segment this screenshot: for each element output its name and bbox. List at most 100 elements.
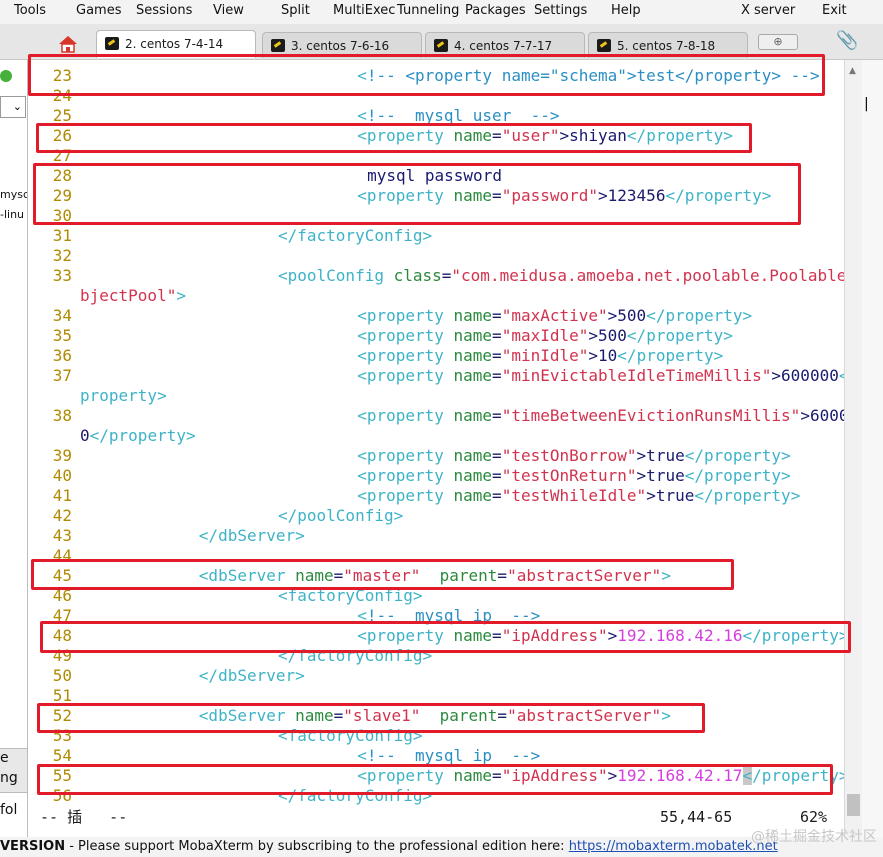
menu-sessions[interactable]: Sessions <box>136 3 193 18</box>
menu-settings[interactable]: Settings <box>534 3 588 18</box>
line-number: 23 <box>52 66 72 85</box>
code-token: 192.168.42.16 <box>617 626 743 645</box>
line-number: 43 <box>52 526 72 545</box>
sidebar-fragment[interactable]: fol <box>0 802 18 818</box>
line-number: 39 <box>52 446 72 465</box>
code-token: "com.meidusa.amoeba.net.poolable.Poolabl… <box>451 266 844 285</box>
code-line: 54<!-- mysql ip --> <box>28 746 540 766</box>
code-token: <factoryConfig> <box>278 586 423 605</box>
code-text: </dbServer> <box>72 526 305 545</box>
code-token: </property> <box>626 126 733 145</box>
code-token: name <box>453 446 493 465</box>
code-token: "ipAddress" <box>501 766 608 785</box>
code-token: "slave1" <box>343 706 421 725</box>
session-tab-2[interactable]: 2. centos 7-4-14 <box>96 30 256 58</box>
code-line: 56</factoryConfig> <box>28 786 432 806</box>
session-tab-5[interactable]: 5. centos 7-8-18 <box>588 32 748 58</box>
code-token: name <box>453 766 493 785</box>
scroll-thumb[interactable] <box>847 794 860 816</box>
sidebar-toolbar-icon[interactable] <box>0 70 12 82</box>
menu-xserver[interactable]: X server <box>741 3 796 18</box>
code-token: name <box>453 126 493 145</box>
highlight-box-slave1-ip <box>37 764 833 795</box>
code-token: = <box>333 566 344 585</box>
code-token: </dbServer> <box>198 526 305 545</box>
code-token: <property <box>357 486 454 505</box>
code-token: </dbServer> <box>198 666 305 685</box>
menu-view[interactable]: View <box>213 3 244 18</box>
sidebar-fragment[interactable]: -linu <box>0 208 25 221</box>
session-tab-3[interactable]: 3. centos 7-6-16 <box>262 32 422 58</box>
code-token: "master" <box>343 566 421 585</box>
menu-exit[interactable]: Exit <box>822 3 847 18</box>
new-tab-button[interactable]: ⊕ <box>758 34 798 50</box>
code-token: 0 <box>80 426 90 445</box>
code-token: >true <box>636 466 685 485</box>
code-token: /property> <box>752 766 844 785</box>
menu-help[interactable]: Help <box>611 3 641 18</box>
menu-games[interactable]: Games <box>76 3 122 18</box>
paperclip-icon[interactable]: 📎 <box>836 30 859 51</box>
menu-tools[interactable]: Tools <box>14 3 47 18</box>
sidebar-fragment[interactable]: ng <box>0 770 18 786</box>
code-token: </factoryConfig> <box>278 226 433 245</box>
vim-mode-indicator: -- 插 -- <box>40 808 128 826</box>
code-line-wrap: 0</property> <box>80 426 196 446</box>
menu-tunneling[interactable]: Tunneling <box>397 3 460 18</box>
line-number: 35 <box>52 326 72 345</box>
tab-label: 2. centos 7-4-14 <box>125 37 224 51</box>
code-token: </factoryConfig> <box>278 786 433 805</box>
code-token: <property <box>357 766 454 785</box>
scroll-up-icon[interactable]: ▲ <box>849 66 856 76</box>
line-number: 54 <box>52 746 72 765</box>
line-number: 36 <box>52 346 72 365</box>
code-token: = <box>492 306 502 325</box>
home-tab[interactable] <box>50 30 90 58</box>
code-token: name <box>453 186 493 205</box>
menu-split[interactable]: Split <box>281 3 310 18</box>
menu-packages[interactable]: Packages <box>465 3 526 18</box>
code-text: <!-- <property name="schema">test</prope… <box>72 66 819 85</box>
sidebar-fragment[interactable]: mysc <box>0 188 28 201</box>
vertical-scrollbar[interactable]: ▲ <box>844 60 862 837</box>
code-token: > <box>607 766 618 785</box>
code-text: <property name="maxIdle">500</property> <box>72 326 733 345</box>
code-token: >500 <box>607 306 647 325</box>
terminal-editor[interactable]: 23<!-- <property name="schema">test</pro… <box>28 60 844 837</box>
code-token: mysql password <box>367 166 502 185</box>
line-number: 40 <box>52 466 72 485</box>
highlight-box-user <box>36 123 752 153</box>
code-token: >60000 <box>800 406 844 425</box>
code-token: > <box>661 706 671 725</box>
code-token: name <box>453 326 493 345</box>
sidebar-dropdown[interactable]: ⌄ <box>0 96 26 118</box>
code-token: <property <box>357 626 454 645</box>
code-line: 45<dbServer name="master" parent="abstra… <box>28 566 671 586</box>
menu-multiexec[interactable]: MultiExec <box>333 3 396 18</box>
terminal-icon <box>434 39 448 52</box>
code-token: !-- mysql user --> <box>366 106 560 125</box>
line-number: 30 <box>52 206 72 225</box>
menu-bar: Tools Games Sessions View Split MultiExe… <box>0 0 883 24</box>
code-token: name <box>453 466 493 485</box>
highlight-box-master-ip <box>40 621 851 653</box>
code-line: 38<property name="timeBetweenEvictionRun… <box>28 406 844 426</box>
code-line: 29<property name="password">123456</prop… <box>28 186 772 206</box>
code-token: </property> <box>665 186 772 205</box>
tab-label: 5. centos 7-8-18 <box>617 39 716 53</box>
code-line: 37<property name="minEvictableIdleTimeMi… <box>28 366 844 386</box>
highlight-box-slave1 <box>37 703 705 733</box>
code-token: = <box>492 466 502 485</box>
code-token: "abstractServer" <box>507 566 662 585</box>
code-token: <property <box>357 306 454 325</box>
code-token: = <box>333 706 344 725</box>
code-token: <property <box>357 126 454 145</box>
highlight-box-master <box>31 559 734 590</box>
sidebar-fragment[interactable]: e <box>0 750 9 766</box>
code-token: name <box>453 486 493 505</box>
code-line: 32 <box>28 246 80 266</box>
footer-link[interactable]: https://mobaxterm.mobatek.net <box>568 839 778 854</box>
code-line-wrap: property> <box>80 386 167 406</box>
line-number: 41 <box>52 486 72 505</box>
session-tab-4[interactable]: 4. centos 7-7-17 <box>425 32 585 58</box>
